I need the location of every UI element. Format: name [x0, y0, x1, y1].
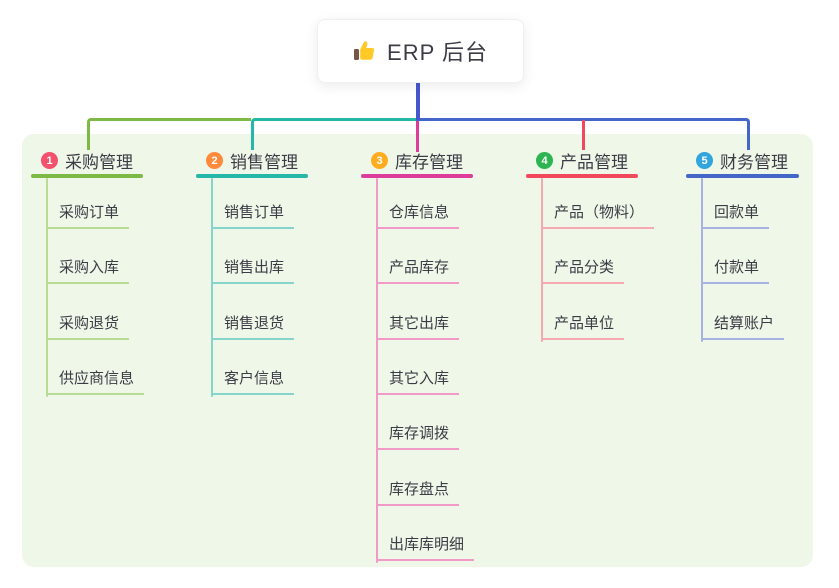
child-node[interactable]: 结算账户	[700, 314, 785, 340]
child-node[interactable]: 销售退货	[210, 314, 295, 340]
child-node[interactable]: 付款单	[700, 258, 770, 285]
connector-branch-4	[582, 120, 585, 150]
branch-label: 产品管理	[560, 153, 628, 172]
connector-branch-2	[251, 118, 416, 150]
branch-badge-icon: 2	[206, 152, 223, 169]
branch-underline	[361, 174, 473, 178]
root-label: ERP 后台	[387, 40, 488, 65]
branch-underline	[686, 174, 799, 178]
child-node[interactable]: 销售订单	[210, 203, 295, 229]
connector-branch-3	[416, 121, 419, 152]
child-node[interactable]: 采购订单	[45, 203, 130, 229]
branch-child-line	[540, 178, 543, 342]
branch-title-4[interactable]: 4 产品管理	[536, 150, 628, 172]
child-node[interactable]: 回款单	[700, 203, 770, 229]
branch-badge-icon: 5	[696, 152, 713, 169]
child-node[interactable]: 采购入库	[45, 258, 130, 285]
child-node[interactable]: 仓库信息	[375, 203, 460, 229]
branch-title-1[interactable]: 1 采购管理	[41, 150, 133, 172]
branch-underline	[196, 174, 308, 178]
child-node[interactable]: 产品分类	[540, 258, 625, 285]
branch-child-line	[210, 178, 213, 397]
root-node[interactable]: ERP 后台	[317, 19, 524, 83]
branch-underline	[31, 174, 143, 178]
child-node[interactable]: 库存调拨	[375, 424, 460, 451]
branch-label: 采购管理	[65, 153, 133, 172]
branches-panel	[22, 134, 813, 567]
child-node[interactable]: 产品库存	[375, 258, 460, 285]
connector-branch-1	[87, 118, 251, 150]
connector-root	[416, 83, 420, 120]
branch-underline	[526, 174, 638, 178]
branch-title-5[interactable]: 5 财务管理	[696, 150, 788, 172]
branch-child-line	[700, 178, 703, 342]
connector-branch-5	[416, 118, 750, 150]
child-node[interactable]: 其它出库	[375, 314, 460, 340]
branch-label: 销售管理	[230, 153, 298, 172]
child-node[interactable]: 产品（物料）	[540, 203, 655, 229]
child-node[interactable]: 出库库明细	[375, 535, 475, 561]
branch-badge-icon: 4	[536, 152, 553, 169]
branch-title-3[interactable]: 3 库存管理	[371, 150, 463, 172]
branch-child-line	[45, 178, 48, 397]
branch-child-line	[375, 178, 378, 563]
branch-label: 财务管理	[720, 153, 788, 172]
branch-badge-icon: 3	[371, 152, 388, 169]
child-node[interactable]: 供应商信息	[45, 369, 145, 395]
child-node[interactable]: 客户信息	[210, 369, 295, 395]
child-node[interactable]: 库存盘点	[375, 480, 460, 506]
child-node[interactable]: 其它入库	[375, 369, 460, 395]
branch-title-2[interactable]: 2 销售管理	[206, 150, 298, 172]
thumbs-up-icon	[354, 41, 375, 60]
child-node[interactable]: 采购退货	[45, 314, 130, 340]
child-node[interactable]: 产品单位	[540, 314, 625, 340]
branch-badge-icon: 1	[41, 152, 58, 169]
child-node[interactable]: 销售出库	[210, 258, 295, 285]
branch-label: 库存管理	[395, 153, 463, 172]
